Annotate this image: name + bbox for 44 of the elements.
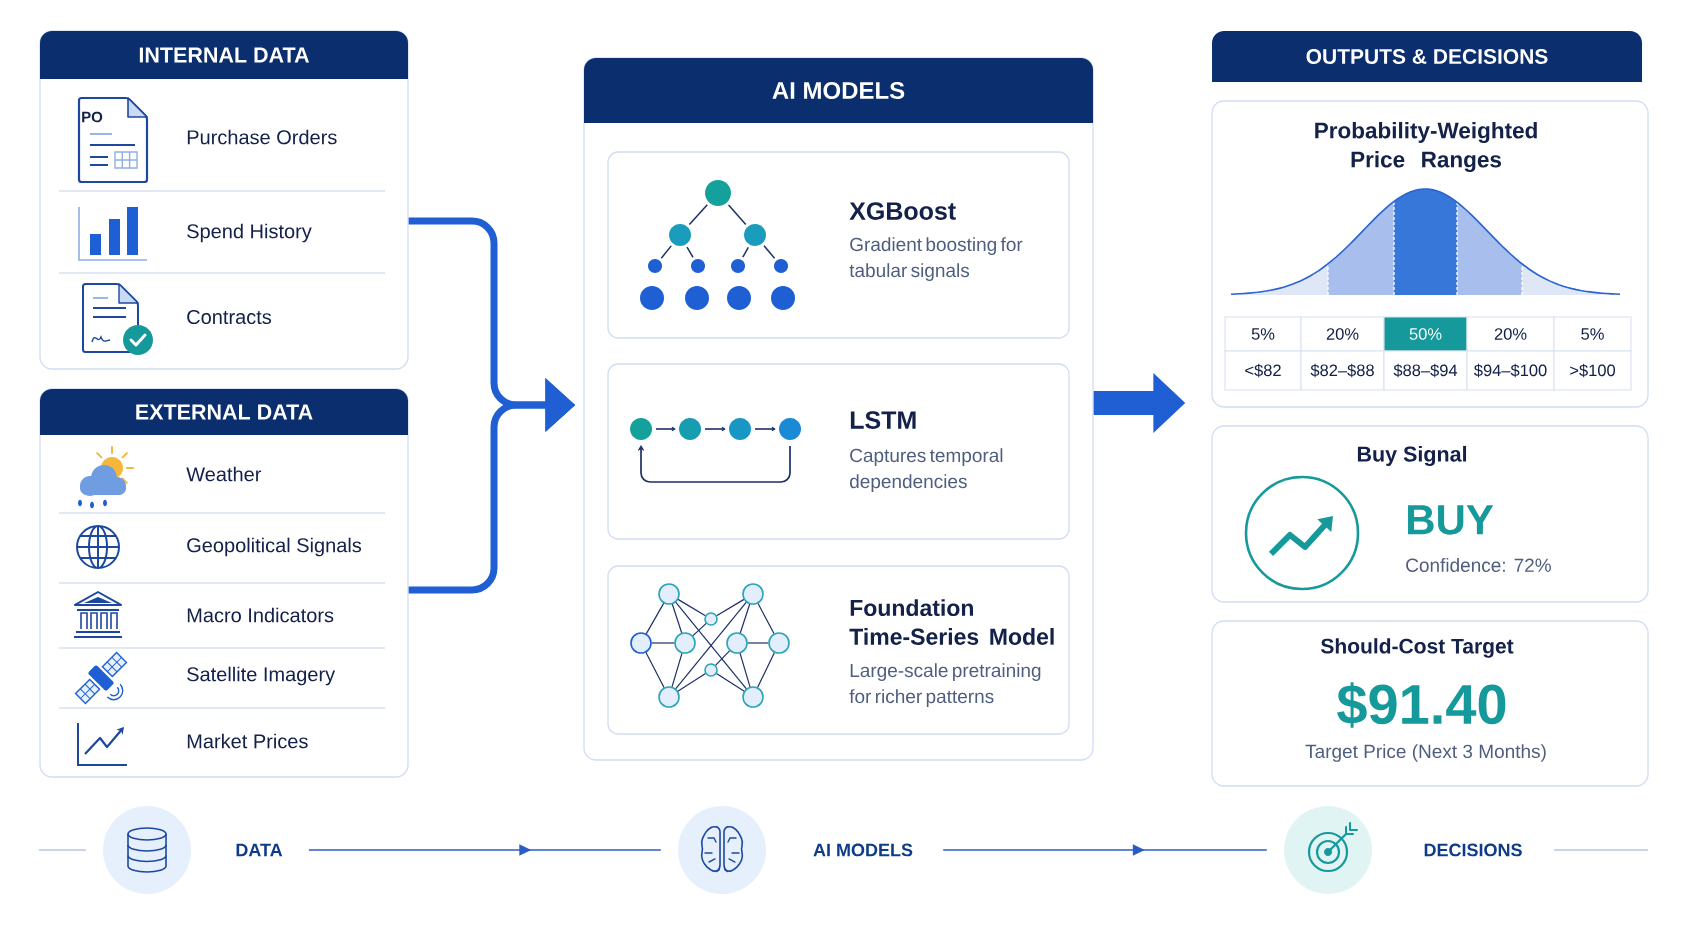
header-band: OUTPUTS & DECISIONS [1212, 31, 1642, 82]
signal-value: BUY [1408, 505, 1494, 535]
row-label: Purchase Orders [187, 129, 337, 145]
card-title: Should-Cost Target [1321, 638, 1514, 658]
card-text: Target Price (Next 3 Months) [1305, 744, 1546, 762]
card-title: LSTM [850, 411, 916, 429]
row-label: Macro Indicators [187, 607, 334, 623]
card-text: Captures temporal dependencies [850, 448, 1003, 492]
card-title: Buy Signal [1357, 445, 1467, 467]
table-cell: $82–$88 [1300, 350, 1385, 391]
table-cell: 5% [1553, 316, 1632, 352]
icon-text: PO [82, 111, 103, 123]
stage-label: DATA [236, 843, 283, 857]
table-cell: 5% [1224, 316, 1302, 352]
row-label: Weather [186, 466, 262, 482]
stage-label: AI MODELS [813, 843, 913, 857]
arrow [942, 844, 1268, 856]
brain-icon [678, 806, 766, 894]
card-title: Probability-Weighted Price Ranges [1315, 121, 1537, 173]
panel-header: EXTERNAL DATA [40, 389, 408, 435]
table-cell: >$100 [1553, 350, 1632, 391]
panel-header: AI MODELS [584, 58, 1093, 123]
card-text: Gradient boosting for tabular signals [849, 237, 1023, 281]
row-label: Satellite Imagery [187, 666, 336, 686]
row-label: Spend History [187, 223, 312, 243]
database-icon [103, 806, 191, 894]
price-value: $91.40 [1337, 682, 1506, 728]
card-text: Large-scale pretraining for richer patterns [849, 663, 1041, 707]
row-label: Geopolitical Signals [187, 537, 362, 557]
table-cell: $88–$94 [1383, 350, 1468, 391]
table-cell: 20% [1300, 316, 1385, 352]
table-cell: 50% [1383, 316, 1468, 352]
row-label: Market Prices [187, 733, 308, 749]
table-cell: $94–$100 [1466, 350, 1555, 391]
table-cell: <$82 [1224, 350, 1302, 391]
target-icon [1284, 806, 1372, 894]
row-label: Contracts [187, 309, 272, 325]
card-title: Foundation Time-Series Model [849, 599, 1054, 645]
card-title: XGBoost [849, 202, 956, 220]
panel-header: INTERNAL DATA [40, 31, 408, 79]
card-text: Confidence: 72% [1406, 558, 1551, 572]
table-cell: 20% [1466, 316, 1555, 352]
arrow [308, 844, 662, 856]
stage-label: DECISIONS [1424, 843, 1522, 857]
